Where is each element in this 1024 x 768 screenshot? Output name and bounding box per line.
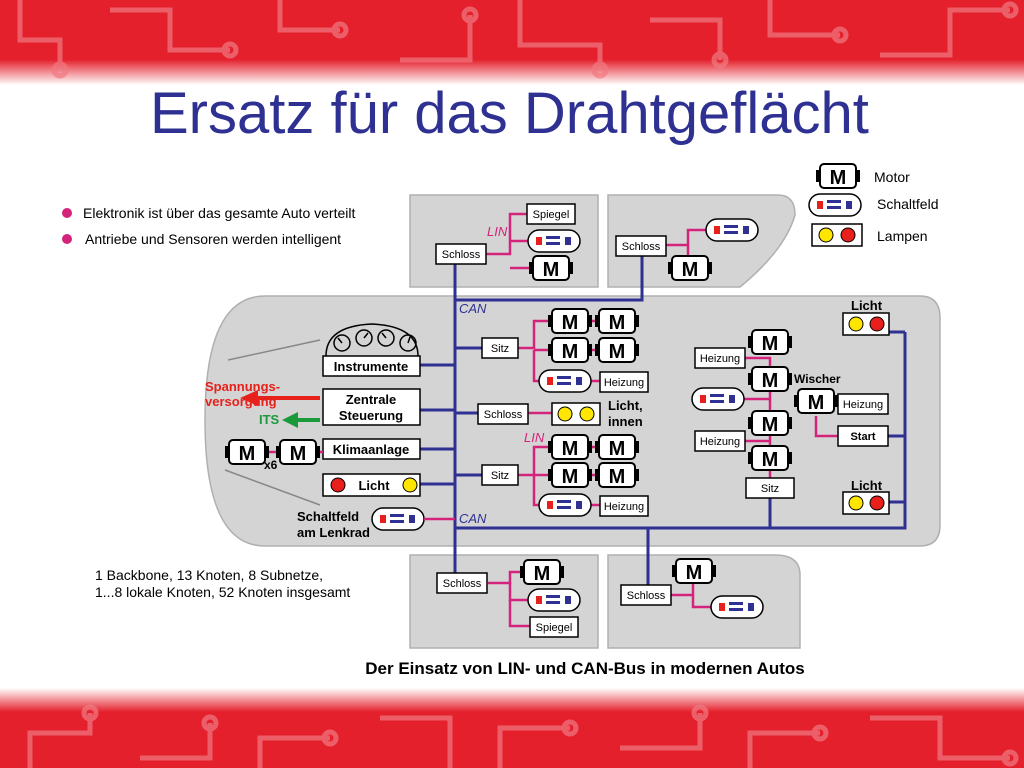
switch-icon xyxy=(691,387,745,411)
lin-label: LIN xyxy=(487,224,508,239)
lin-label: LIN xyxy=(524,430,545,445)
legend-switch: Schaltfeld xyxy=(877,196,938,212)
motor-icon xyxy=(528,255,574,282)
motor-icon xyxy=(275,439,321,466)
node-sitz: Sitz xyxy=(491,343,509,355)
node-licht: Licht xyxy=(358,478,390,493)
multiplier-label: x6 xyxy=(264,458,278,472)
light-label-bottom: Licht xyxy=(851,478,883,493)
motor-icon xyxy=(667,255,713,282)
motor-icon xyxy=(671,558,717,585)
node-klimaanlage: Klimaanlage xyxy=(333,442,410,457)
node-schloss: Schloss xyxy=(627,590,666,602)
light-label-top: Licht xyxy=(851,298,883,313)
legend-switch-icon xyxy=(808,193,862,217)
switch-icon xyxy=(538,493,592,517)
top-decor-band xyxy=(0,0,1024,85)
bottom-decor-band xyxy=(0,688,1024,768)
switch-icon xyxy=(371,507,425,531)
bullet-1: Elektronik ist über das gesamte Auto ver… xyxy=(83,205,355,221)
motor-icon xyxy=(547,308,593,335)
node-boxes xyxy=(322,203,889,638)
motor-icon xyxy=(747,445,793,472)
node-spiegel: Spiegel xyxy=(536,622,573,634)
switch-icon xyxy=(710,595,764,619)
node-sitz: Sitz xyxy=(491,470,509,482)
node-heizung: Heizung xyxy=(604,377,644,389)
lamps xyxy=(330,223,890,515)
node-heizung: Heizung xyxy=(604,501,644,513)
node-schloss: Schloss xyxy=(443,578,482,590)
motor-icon xyxy=(793,388,839,415)
motor-icon xyxy=(547,337,593,364)
motor-icon xyxy=(519,559,565,586)
instrument-cluster xyxy=(325,323,419,357)
power-arrow xyxy=(240,390,320,406)
interior-light-label-1: Licht, xyxy=(608,398,643,413)
power-label-1: Spannungs- xyxy=(205,379,280,394)
legend-lamps: Lampen xyxy=(877,228,928,244)
motor-icon xyxy=(594,462,640,489)
slide-title: Ersatz für das Drahtgeflächt xyxy=(150,81,869,146)
motor-icon xyxy=(224,439,270,466)
node-schloss: Schloss xyxy=(442,249,481,261)
its-label: ITS xyxy=(259,412,280,427)
power-label-2: versorgung xyxy=(205,394,277,409)
steering-switch-label-2: am Lenkrad xyxy=(297,525,370,540)
legend-motor-icon xyxy=(815,163,861,190)
node-sitz: Sitz xyxy=(761,483,779,495)
wiper-label: Wischer xyxy=(794,372,841,386)
node-zentrale: Zentrale xyxy=(346,392,397,407)
switch-icon xyxy=(538,369,592,393)
switch-icon xyxy=(527,588,581,612)
steering-switch-label-1: Schaltfeld xyxy=(297,509,359,524)
bullet-dot xyxy=(62,208,72,218)
node-start: Start xyxy=(850,431,875,443)
can-label: CAN xyxy=(459,301,487,316)
node-heizung: Heizung xyxy=(700,353,740,365)
stats-line-2: 1...8 lokale Knoten, 52 Knoten insgesamt xyxy=(95,584,350,600)
interior-light-label-2: innen xyxy=(608,414,643,429)
node-spiegel: Spiegel xyxy=(533,209,570,221)
legend-motor: Motor xyxy=(874,169,910,185)
node-schloss: Schloss xyxy=(484,409,523,421)
node-instrumente: Instrumente xyxy=(334,359,408,374)
motor-icon xyxy=(594,434,640,461)
node-schloss: Schloss xyxy=(622,241,661,253)
diagram-caption: Der Einsatz von LIN- und CAN-Bus in mode… xyxy=(365,659,805,678)
motor-icon xyxy=(594,308,640,335)
motor-icon xyxy=(747,366,793,393)
node-heizung: Heizung xyxy=(843,399,883,411)
motor-icon xyxy=(747,329,793,356)
switch-icon xyxy=(705,218,759,242)
bullet-2: Antriebe und Sensoren werden intelligent xyxy=(85,231,341,247)
switch-icon xyxy=(527,229,581,253)
its-arrow xyxy=(282,412,320,428)
motor-icon xyxy=(594,337,640,364)
motor-icon xyxy=(547,434,593,461)
node-heizung: Heizung xyxy=(700,436,740,448)
can-label: CAN xyxy=(459,511,487,526)
bullet-dot xyxy=(62,234,72,244)
motor-icon xyxy=(547,462,593,489)
stats-line-1: 1 Backbone, 13 Knoten, 8 Subnetze, xyxy=(95,567,323,583)
node-steuerung: Steuerung xyxy=(339,408,403,423)
motor-icon xyxy=(747,410,793,437)
